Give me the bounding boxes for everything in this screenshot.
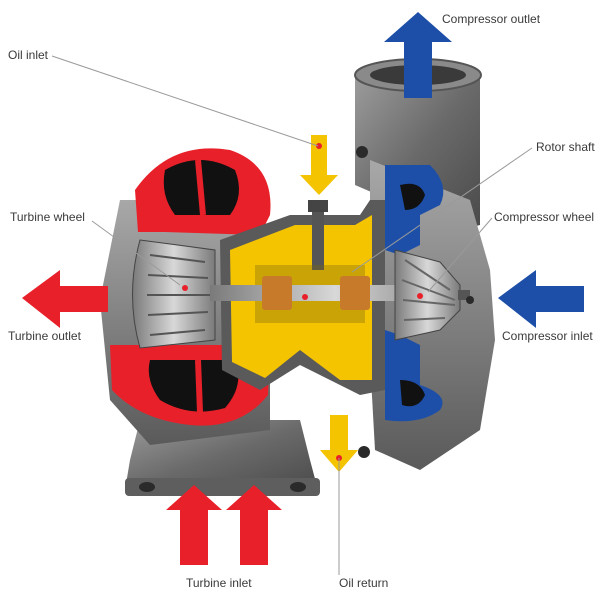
label-turbine-outlet: Turbine outlet [8,329,81,343]
housing-bolts [356,146,474,458]
leader-compressor-wheel [427,217,493,293]
label-compressor-outlet: Compressor outlet [442,12,541,26]
leader-lines [51,55,533,575]
label-turbine-inlet: Turbine inlet [186,576,252,590]
compressor-volute-cutaway [385,165,444,422]
compressor-outlet-arrow [384,12,452,98]
compressor-wheel-shape [394,249,470,341]
turbine-wheel-shape [132,239,216,349]
label-oil-return: Oil return [339,576,389,590]
label-turbine-wheel: Turbine wheel [10,210,85,224]
label-rotor-shaft: Rotor shaft [536,140,595,154]
compressor-inlet-arrow [498,270,584,328]
turbine-inlet-arrows [166,485,282,565]
label-compressor-wheel: Compressor wheel [494,210,595,224]
leader-turbine-wheel [91,220,181,286]
oil-inlet-arrow [300,135,338,195]
label-oil-inlet: Oil inlet [8,48,49,62]
turbine-outlet-arrow [22,270,108,328]
leader-oil-inlet [51,55,319,147]
leader-rotor-shaft [351,147,533,273]
label-compressor-inlet: Compressor inlet [502,329,593,343]
